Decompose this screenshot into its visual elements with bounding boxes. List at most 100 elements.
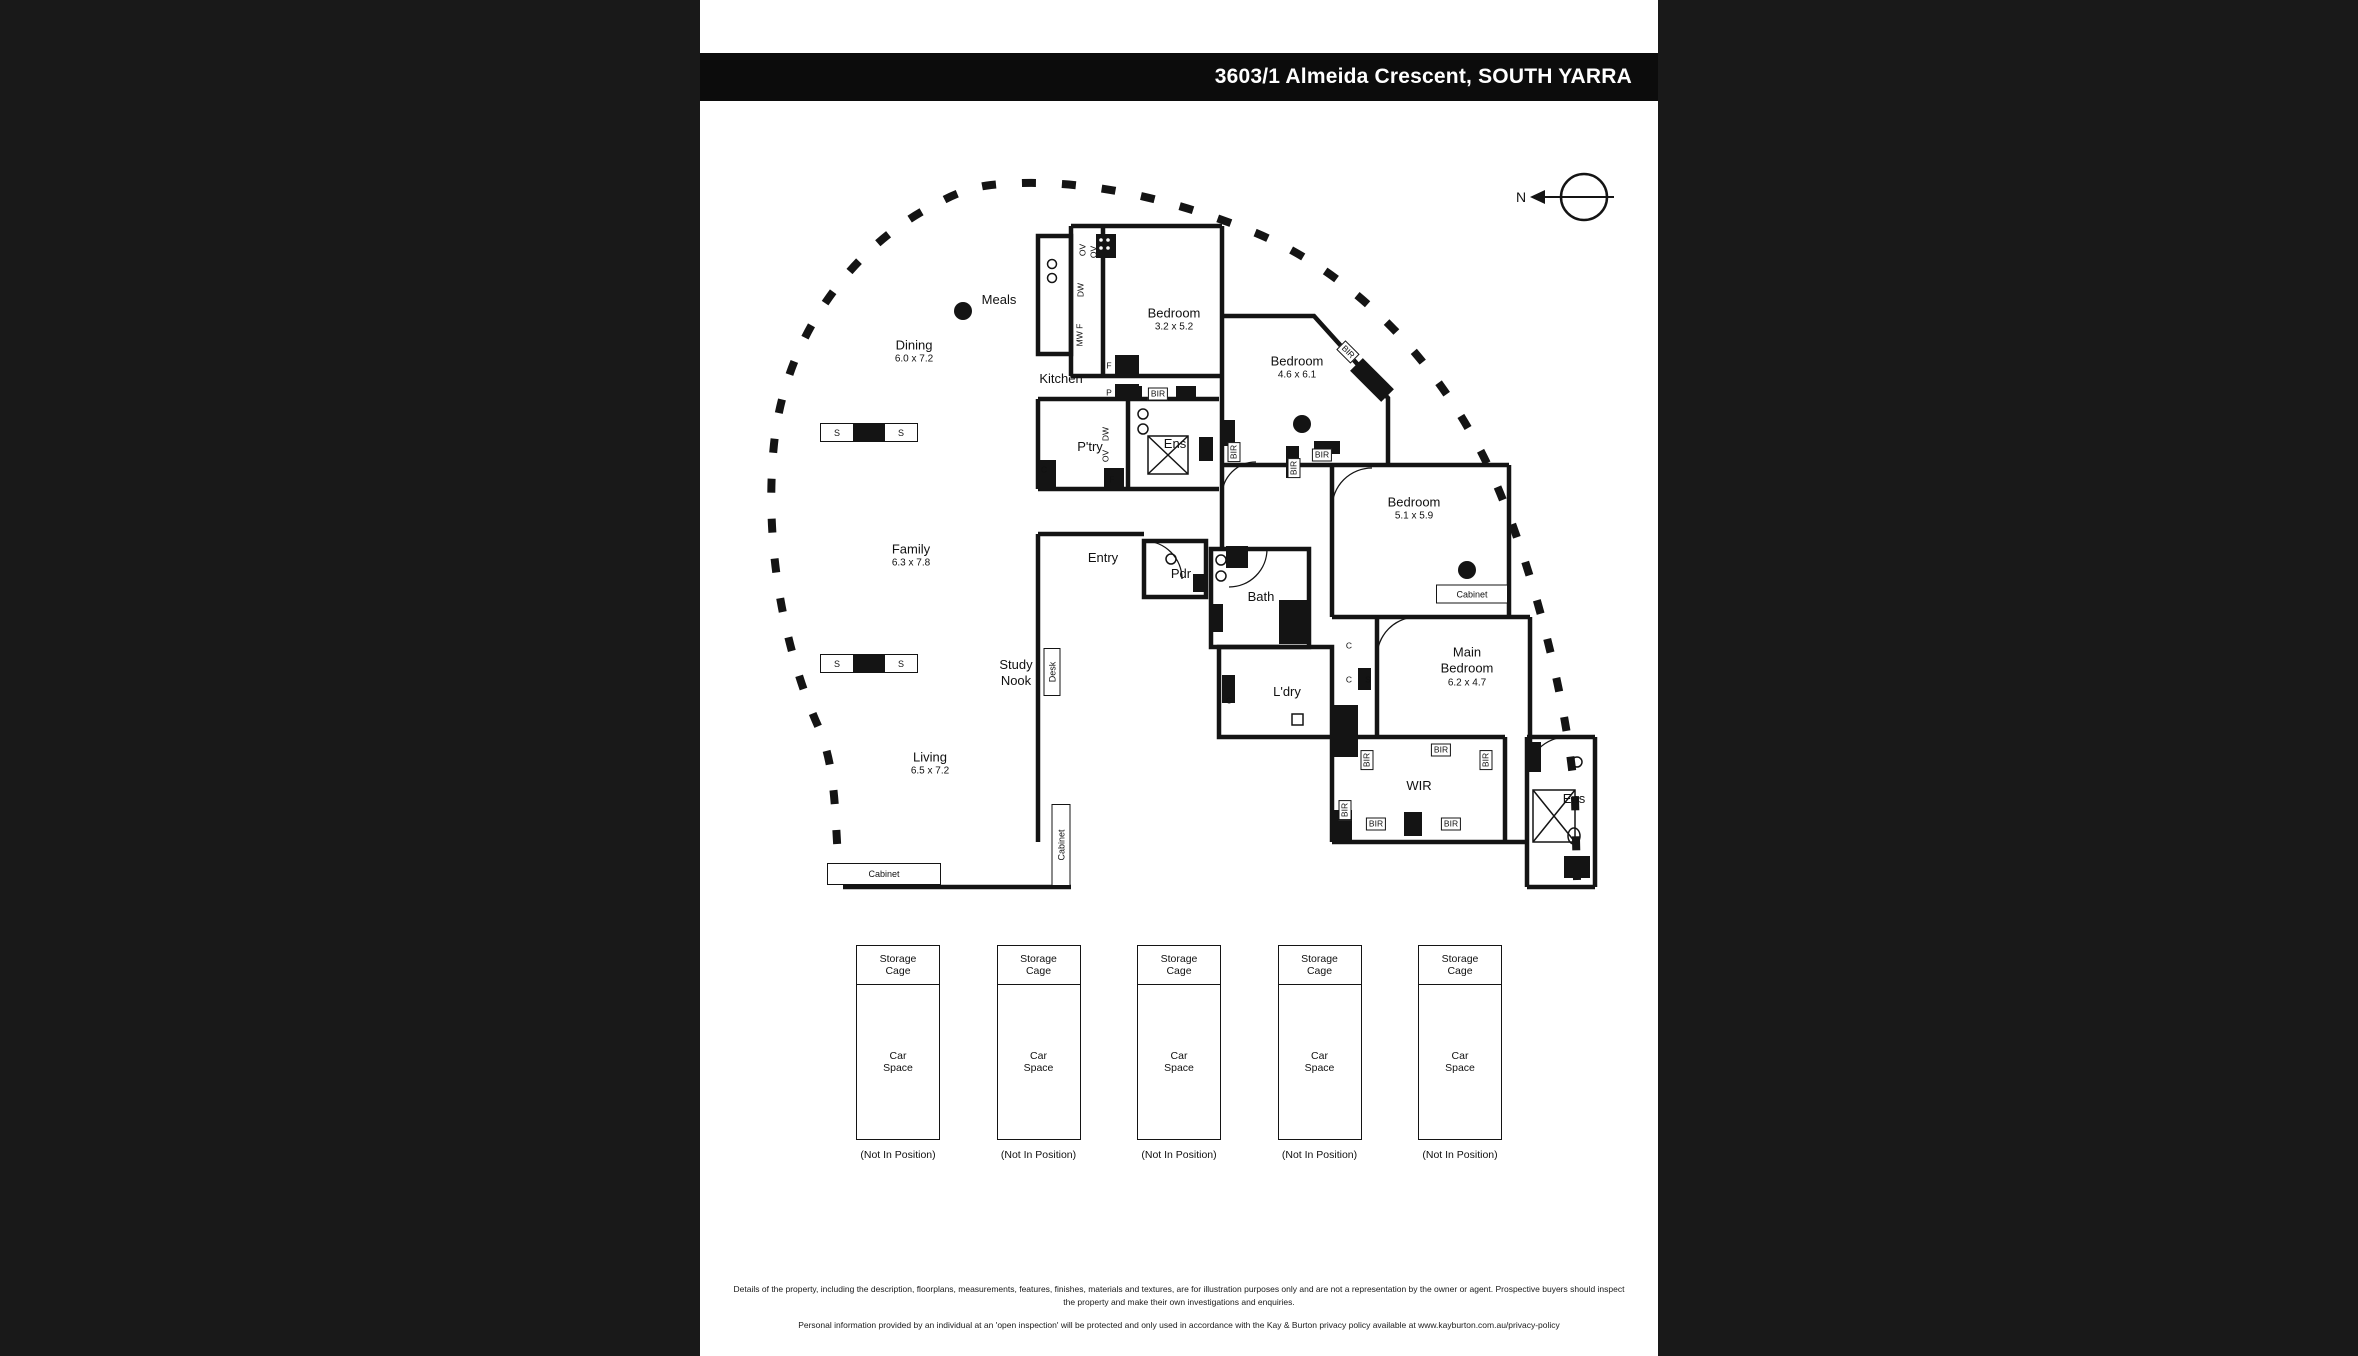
room-dims: 6.0 x 7.2: [894, 353, 934, 365]
room-label-study-nook: Study Nook: [999, 657, 1032, 690]
bay-caption: (Not In Position): [1422, 1149, 1498, 1161]
car-space-label: Car Space: [1023, 1049, 1054, 1074]
disclaimer-paragraph-1: Details of the property, including the d…: [733, 1284, 1625, 1308]
car-space-label: Car Space: [1445, 1049, 1475, 1074]
cabinet-label: Cabinet: [1051, 804, 1071, 886]
cupboard-label: C: [1040, 464, 1048, 475]
room-name: Main: [1452, 644, 1482, 660]
floorplan-drawing: [767, 172, 1614, 890]
dishwasher-label: DW: [1075, 282, 1086, 298]
car-space: Car Space: [1419, 985, 1501, 1139]
bay-box: Storage Cage Car Space: [1418, 945, 1502, 1140]
car-space-label: Car Space: [1164, 1049, 1194, 1074]
shelving-label: S: [1365, 674, 1371, 685]
room-label-bedroom2: Bedroom 4.6 x 6.1: [1271, 354, 1324, 383]
room-label-wir: WIR: [1406, 777, 1432, 793]
room-name: Bedroom: [1147, 305, 1201, 321]
storage-cage-label: Storage Cage: [1441, 952, 1479, 977]
room-label-family: Family 6.3 x 7.8: [892, 542, 930, 571]
room-label-dining: Dining 6.0 x 7.2: [895, 338, 933, 367]
bay-caption: (Not In Position): [1141, 1149, 1217, 1161]
pantry-cupboard-label: P: [1106, 387, 1112, 398]
fridge-label: F: [1109, 474, 1115, 485]
car-space-label: Car Space: [883, 1049, 913, 1074]
balcony-dashed-boundary: [767, 178, 1581, 885]
oven-label: OV: [1077, 243, 1088, 257]
room-name: Study: [999, 656, 1033, 672]
car-space: Car Space: [1279, 985, 1361, 1139]
oven-label: OV: [1100, 449, 1111, 463]
storage-cage: Storage Cage: [1419, 946, 1501, 985]
bir-wardrobe-label: BIR: [1227, 441, 1241, 463]
bay-box: Storage Cage Car Space: [856, 945, 940, 1140]
title-bar: 3603/1 Almeida Crescent, SOUTH YARRA: [700, 53, 1658, 101]
speaker-label: S: [833, 658, 840, 669]
door-arcs: [1143, 461, 1568, 778]
room-name: Bedroom: [1387, 494, 1441, 510]
microwave-fridge-label: MW F: [1074, 323, 1085, 347]
bir-wardrobe-label: BIR: [1147, 387, 1169, 401]
bir-wardrobe-label: BIR: [1360, 749, 1374, 771]
room-name: Living: [913, 749, 947, 765]
room-label-laundry: L'dry: [1273, 683, 1301, 699]
car-space: Car Space: [1138, 985, 1220, 1139]
room-name: Bedroom: [1440, 660, 1494, 676]
bay-box: Storage Cage Car Space: [1137, 945, 1221, 1140]
bir-wardrobe-label: BIR: [1311, 448, 1333, 462]
storage-cage-label: Storage Cage: [1160, 952, 1198, 977]
cupboard-label: C: [1345, 640, 1353, 651]
room-label-main-bedroom: Main Bedroom 6.2 x 4.7: [1441, 645, 1494, 690]
speaker-label: S: [897, 658, 904, 669]
speaker-label: S: [833, 427, 840, 438]
room-label-bedroom1: Bedroom 3.2 x 5.2: [1148, 306, 1201, 335]
room-dims: 6.2 x 4.7: [1447, 677, 1487, 688]
bir-wardrobe-label: BIR: [1365, 817, 1387, 831]
bay-caption: (Not In Position): [1000, 1149, 1077, 1161]
room-name: Bedroom: [1270, 353, 1324, 369]
room-dims: 4.6 x 6.1: [1277, 369, 1317, 381]
storage-cage: Storage Cage: [857, 946, 939, 985]
parking-bay-3: Storage Cage Car Space (Not In Position): [1137, 945, 1221, 1161]
bay-box: Storage Cage Car Space: [1277, 945, 1362, 1140]
bay-caption: (Not In Position): [860, 1149, 936, 1161]
bir-wardrobe-label: BIR: [1430, 743, 1452, 757]
room-dims: 6.3 x 7.8: [891, 557, 931, 569]
speaker-block: [853, 424, 885, 441]
oven-label: OV: [1088, 245, 1099, 259]
car-space-label: Car Space: [1304, 1049, 1335, 1074]
room-label-entry: Entry: [1087, 549, 1119, 565]
room-name: Family: [891, 541, 931, 557]
room-dims: 5.1 x 5.9: [1394, 510, 1434, 522]
room-label-pantry: P'try: [1077, 438, 1103, 454]
dishwasher-label: DW: [1100, 426, 1111, 442]
fixture-outlines: [1046, 258, 1583, 845]
storage-cage-label: Storage Cage: [879, 952, 917, 977]
cupboard-label: C: [1345, 674, 1353, 685]
desk-label: Desk: [1043, 648, 1061, 696]
speaker-strip: S S: [820, 423, 918, 442]
room-label-meals: Meals: [981, 291, 1017, 307]
page-title: 3603/1 Almeida Crescent, SOUTH YARRA: [1214, 65, 1632, 88]
room-dims: 3.2 x 5.2: [1154, 321, 1194, 333]
cabinet-label: Cabinet: [1436, 584, 1508, 604]
speaker-label: S: [897, 427, 904, 438]
bir-wardrobe-label: BIR: [1338, 799, 1352, 821]
room-label-bath: Bath: [1247, 588, 1275, 604]
room-label-ensuite2: Ens: [1562, 790, 1586, 806]
parking-bay-5: Storage Cage Car Space (Not In Position): [1418, 945, 1502, 1161]
parking-bay-4: Storage Cage Car Space (Not In Position): [1277, 945, 1362, 1161]
parking-bays: Storage Cage Car Space (Not In Position)…: [856, 945, 1502, 1161]
room-label-kitchen: Kitchen: [1039, 370, 1083, 386]
walls: [843, 223, 1598, 890]
parking-bay-2: Storage Cage Car Space (Not In Position): [996, 945, 1081, 1161]
disclaimer-paragraph-2: Personal information provided by an indi…: [798, 1320, 1560, 1331]
black-fixtures: [954, 234, 1590, 878]
compass-north-label: N: [1515, 189, 1527, 205]
floorplan-page: 3603/1 Almeida Crescent, SOUTH YARRA: [700, 0, 1658, 1356]
room-name: Dining: [895, 337, 933, 353]
storage-cage: Storage Cage: [1278, 946, 1361, 985]
bir-wardrobe-label: BIR: [1287, 457, 1301, 479]
room-name: Nook: [1000, 673, 1032, 688]
storage-cage: Storage Cage: [997, 946, 1080, 985]
room-label-powder: Pdr: [1170, 565, 1192, 581]
